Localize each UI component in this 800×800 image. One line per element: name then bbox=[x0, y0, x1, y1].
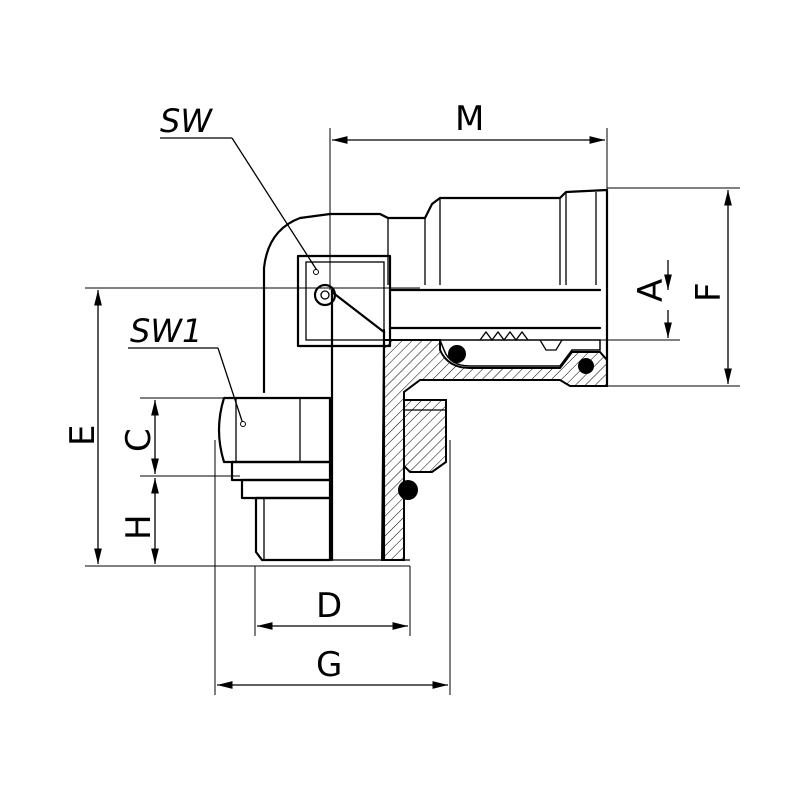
label-sw1: SW1 bbox=[130, 312, 202, 350]
label-m: M bbox=[455, 99, 484, 139]
vertical-stem bbox=[330, 288, 410, 562]
hex-nut bbox=[217, 396, 332, 562]
label-g: G bbox=[316, 645, 342, 685]
dimension-lines bbox=[94, 136, 732, 689]
extension-lines bbox=[85, 128, 740, 695]
label-d: D bbox=[316, 586, 342, 626]
elbow-body bbox=[262, 188, 609, 394]
label-e: E bbox=[63, 425, 103, 446]
leader-lines bbox=[128, 137, 319, 425]
label-c: C bbox=[119, 428, 159, 452]
label-h: H bbox=[119, 514, 159, 540]
label-f: F bbox=[689, 282, 729, 302]
section-hatched bbox=[380, 330, 608, 561]
label-sw: SW bbox=[160, 102, 213, 140]
dimension-labels: SW SW1 M A F E C H D G bbox=[63, 99, 729, 685]
label-a: A bbox=[631, 279, 671, 302]
